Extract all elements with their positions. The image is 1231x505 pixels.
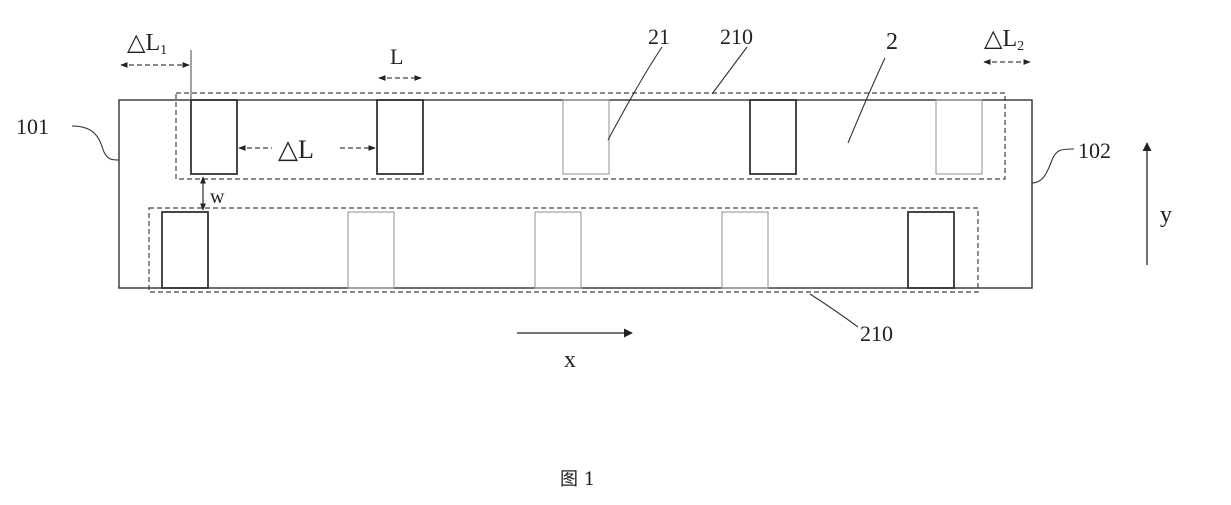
upper-pad-3 xyxy=(563,100,609,174)
ref-210-bottom-label: 210 xyxy=(860,321,893,346)
upper-pad-1 xyxy=(191,100,237,174)
leader-101 xyxy=(72,126,119,160)
l-label: L xyxy=(390,44,403,69)
lower-pad-4 xyxy=(722,212,768,288)
delta-l2-label: △L2 xyxy=(984,26,1024,54)
ref-2-label: 2 xyxy=(886,29,898,55)
upper-pad-5 xyxy=(936,100,982,174)
leader-210-top xyxy=(712,47,747,94)
lower-pad-3 xyxy=(535,212,581,288)
delta-l-label: △L xyxy=(278,135,314,164)
lower-pad-1 xyxy=(162,212,208,288)
lower-pad-5 xyxy=(908,212,954,288)
ref-102-label: 102 xyxy=(1078,138,1111,163)
lower-pad-2 xyxy=(348,212,394,288)
lower-region-210 xyxy=(149,208,978,292)
ref-21-label: 21 xyxy=(648,24,670,49)
upper-pad-2 xyxy=(377,100,423,174)
figure-caption: 图 1 xyxy=(560,469,595,490)
ref-101-label: 101 xyxy=(16,114,49,139)
ref-210-top-label: 210 xyxy=(720,24,753,49)
delta-l1-label: △L1 xyxy=(127,30,167,58)
upper-pad-4 xyxy=(750,100,796,174)
x-axis-label: x xyxy=(564,347,576,373)
leader-210-bottom xyxy=(810,294,858,327)
w-label: w xyxy=(210,186,225,208)
substrate-outline xyxy=(119,100,1032,288)
y-axis-label: y xyxy=(1160,202,1172,228)
leader-102 xyxy=(1032,149,1074,183)
